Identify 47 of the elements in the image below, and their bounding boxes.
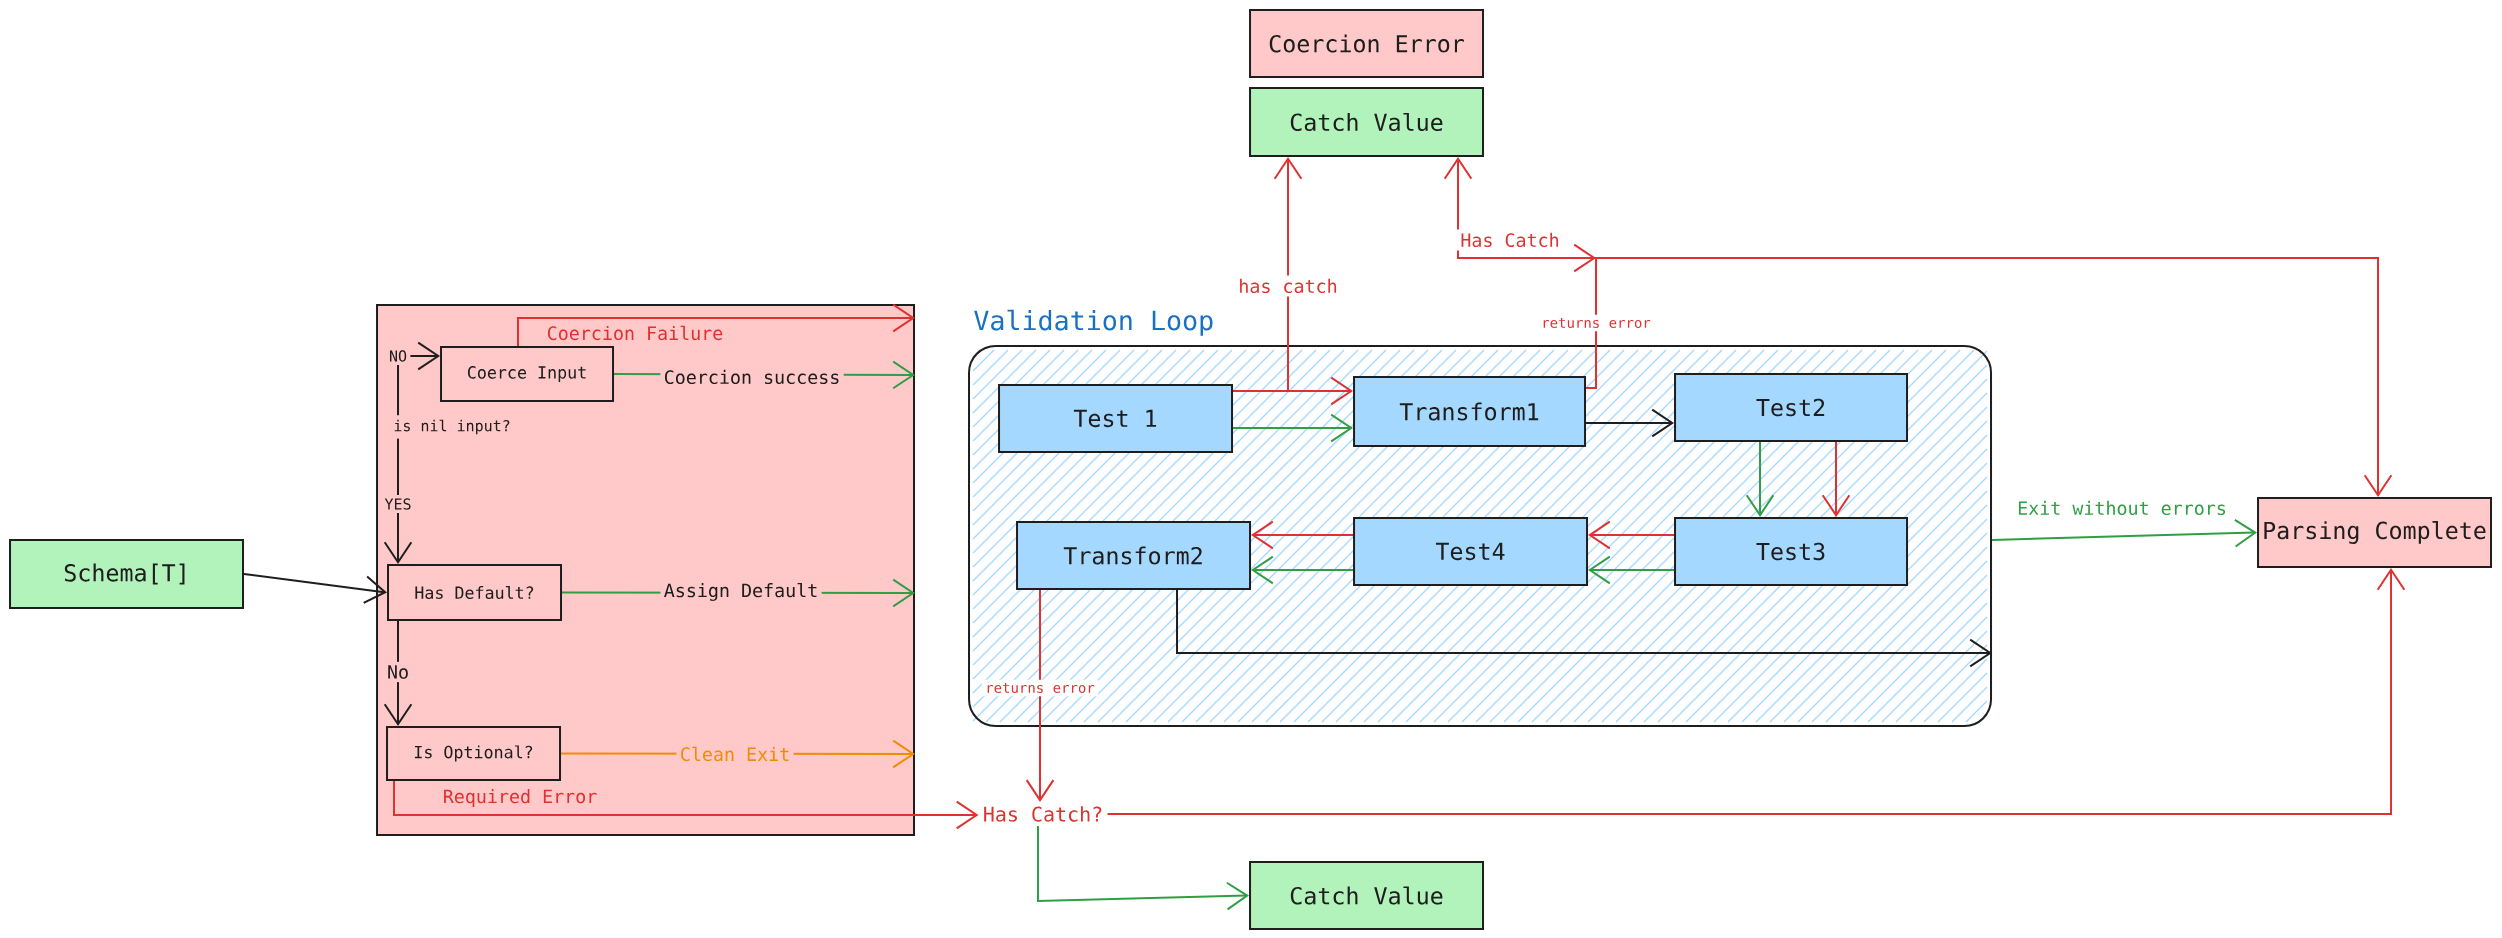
arrow bbox=[383, 620, 413, 726]
decision-text: Has Catch? bbox=[984, 806, 1102, 822]
end-box: Parsing Complete bbox=[2257, 497, 2492, 568]
arrow bbox=[1588, 555, 1675, 585]
arrow bbox=[1588, 520, 1675, 550]
arrow bbox=[1232, 157, 1303, 392]
arrow bbox=[1106, 568, 2406, 815]
process-box: Coerce Input bbox=[440, 346, 615, 402]
decision-box: Is Optional? bbox=[386, 726, 561, 781]
arrow bbox=[1991, 518, 2258, 548]
arrow bbox=[1573, 243, 2393, 497]
arrow bbox=[1251, 555, 1355, 585]
edge-label: has catch bbox=[1235, 275, 1342, 297]
arrow bbox=[397, 341, 441, 417]
arrow bbox=[517, 303, 916, 347]
arrow bbox=[1251, 520, 1355, 550]
arrow bbox=[393, 780, 979, 830]
error-box: Coercion Error bbox=[1249, 9, 1484, 78]
process-box: Test2 bbox=[1674, 373, 1909, 442]
arrow bbox=[243, 573, 388, 604]
edge-label: Exit without errors bbox=[2013, 497, 2231, 519]
edge-label: Coercion Failure bbox=[543, 322, 727, 344]
input-box: Schema[T] bbox=[9, 539, 244, 609]
arrow bbox=[1745, 441, 1775, 517]
arrow bbox=[1037, 825, 1250, 911]
result-box: Catch Value bbox=[1249, 87, 1484, 157]
arrow bbox=[1585, 408, 1675, 438]
container-title: Validation Loop bbox=[974, 309, 1213, 336]
edge-label: Assign Default bbox=[660, 579, 822, 605]
edge-label: returns error bbox=[1537, 314, 1655, 332]
process-box: Test4 bbox=[1353, 517, 1588, 586]
arrow bbox=[383, 437, 413, 564]
decision-box: Has Default? bbox=[387, 564, 562, 621]
process-box: Transform1 bbox=[1353, 376, 1586, 447]
process-box: Test 1 bbox=[998, 384, 1234, 453]
edge-label: Coercion success bbox=[660, 366, 844, 388]
arrow bbox=[1176, 589, 1992, 668]
process-box: Transform2 bbox=[1016, 521, 1252, 590]
edge-label: Required Error bbox=[439, 785, 601, 811]
result-box: Catch Value bbox=[1249, 861, 1484, 930]
process-box: Test3 bbox=[1674, 517, 1909, 586]
decision-text: is nil input? bbox=[394, 419, 510, 435]
arrow bbox=[1821, 441, 1851, 517]
arrow bbox=[1232, 413, 1354, 443]
arrow bbox=[1025, 589, 1055, 802]
edge-label: returns error bbox=[981, 679, 1099, 697]
edge-label: Has Catch bbox=[1457, 229, 1564, 251]
